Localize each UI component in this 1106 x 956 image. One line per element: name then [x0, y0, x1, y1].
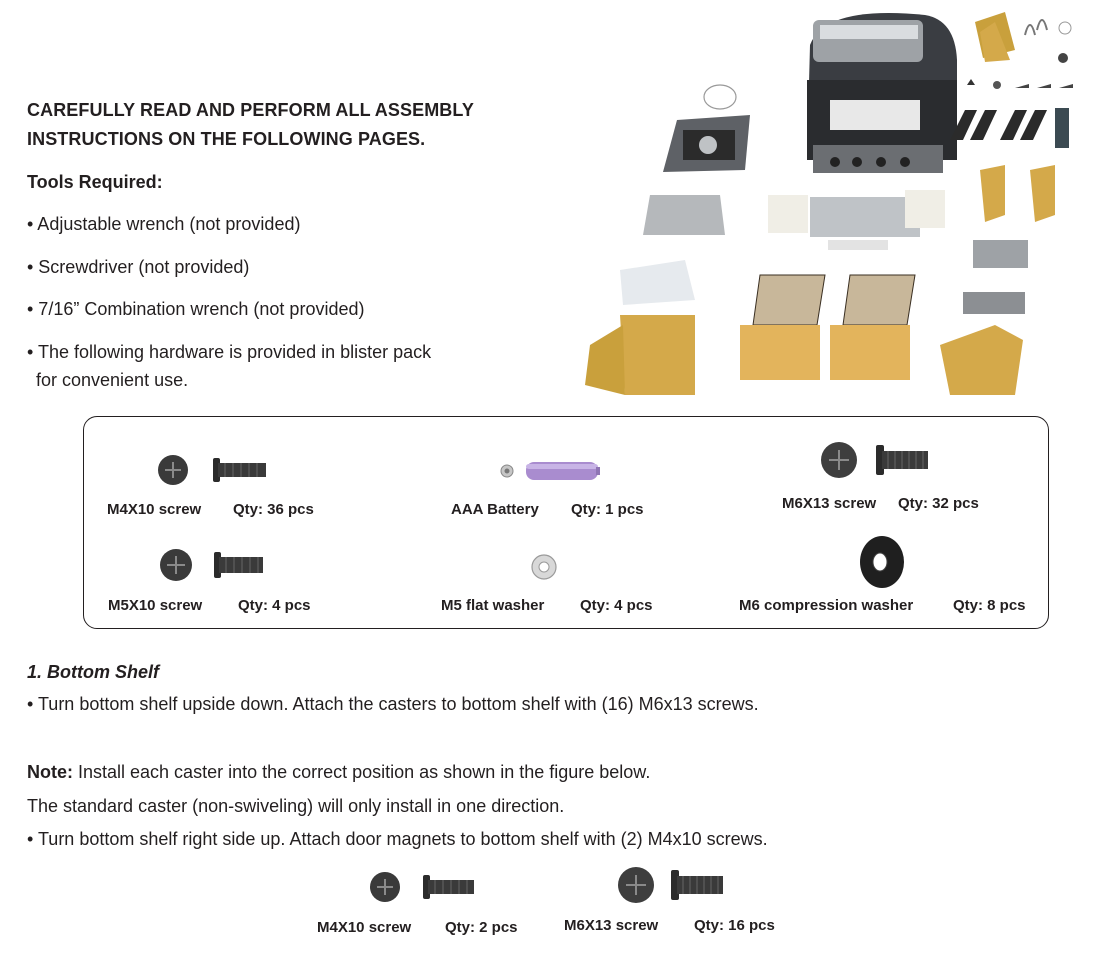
compression-washer-icon: [860, 536, 904, 588]
note-text: Install each caster into the correct pos…: [73, 762, 651, 782]
tool-item-continuation: for convenient use.: [36, 370, 189, 390]
heading-line-1: CAREFULLY READ AND PERFORM ALL ASSEMBLY: [27, 100, 474, 120]
m6x13-screw-icon: [618, 867, 723, 903]
grill-parts-drawing: [585, 12, 1073, 395]
assembly-heading: CAREFULLY READ AND PERFORM ALL ASSEMBLY …: [27, 96, 587, 154]
m4x10-screw-icon: [158, 455, 266, 485]
part-name: M4X10 screw: [317, 919, 412, 936]
hardware-qty: Qty: 4 pcs: [238, 597, 311, 614]
hardware-name: AAA Battery: [451, 501, 539, 518]
tool-item: • The following hardware is provided in …: [27, 342, 432, 362]
hardware-name: M4X10 screw: [107, 501, 202, 518]
grill-head-image: [807, 13, 957, 173]
side-shelves-image: [620, 190, 945, 305]
note-label: Note:: [27, 762, 73, 782]
heading-line-2: INSTRUCTIONS ON THE FOLLOWING PAGES.: [27, 129, 426, 149]
cooking-grates-image: [740, 274, 916, 380]
exploded-grill-parts-illustration: [585, 0, 1106, 410]
hardware-name: M5 flat washer: [441, 597, 545, 614]
tool-item: • 7/16” Combination wrench (not provided…: [27, 299, 365, 319]
m4x10-screw-icon: [370, 872, 474, 902]
hardware-name: M6 compression washer: [739, 597, 914, 614]
small-parts-image: [967, 12, 1073, 89]
part-name: M6X13 screw: [564, 917, 659, 934]
m5x10-screw-icon: [160, 549, 263, 581]
battery-icon: [500, 462, 600, 480]
flat-washer-icon: [531, 554, 557, 580]
tools-required-title: Tools Required:: [27, 172, 163, 192]
cardboard-boxes-image: [585, 165, 1055, 395]
hardware-name: M6X13 screw: [782, 495, 877, 512]
hardware-name: M5X10 screw: [108, 597, 203, 614]
hardware-qty: Qty: 4 pcs: [580, 597, 653, 614]
part-qty: Qty: 16 pcs: [694, 917, 775, 934]
section-title-bottom-shelf: 1. Bottom Shelf: [27, 662, 160, 682]
instruction-step: • Turn bottom shelf right side up. Attac…: [27, 829, 768, 849]
heat-plates-image: [950, 108, 1069, 148]
instruction-step: • Turn bottom shelf upside down. Attach …: [27, 694, 759, 714]
part-qty: Qty: 2 pcs: [445, 919, 518, 936]
hardware-qty: Qty: 1 pcs: [571, 501, 644, 518]
hardware-qty: Qty: 32 pcs: [898, 495, 979, 512]
hardware-qty: Qty: 36 pcs: [233, 501, 314, 518]
side-burner-image: [663, 84, 750, 172]
note-line-2: The standard caster (non-swiveling) will…: [27, 796, 565, 816]
hardware-qty: Qty: 8 pcs: [953, 597, 1026, 614]
tool-item: • Screwdriver (not provided): [27, 257, 250, 277]
note-paragraph: Note: Install each caster into the corre…: [27, 762, 650, 783]
hardware-box: [83, 416, 1049, 629]
m6x13-screw-icon: [821, 442, 928, 478]
tool-item: • Adjustable wrench (not provided): [27, 214, 301, 234]
